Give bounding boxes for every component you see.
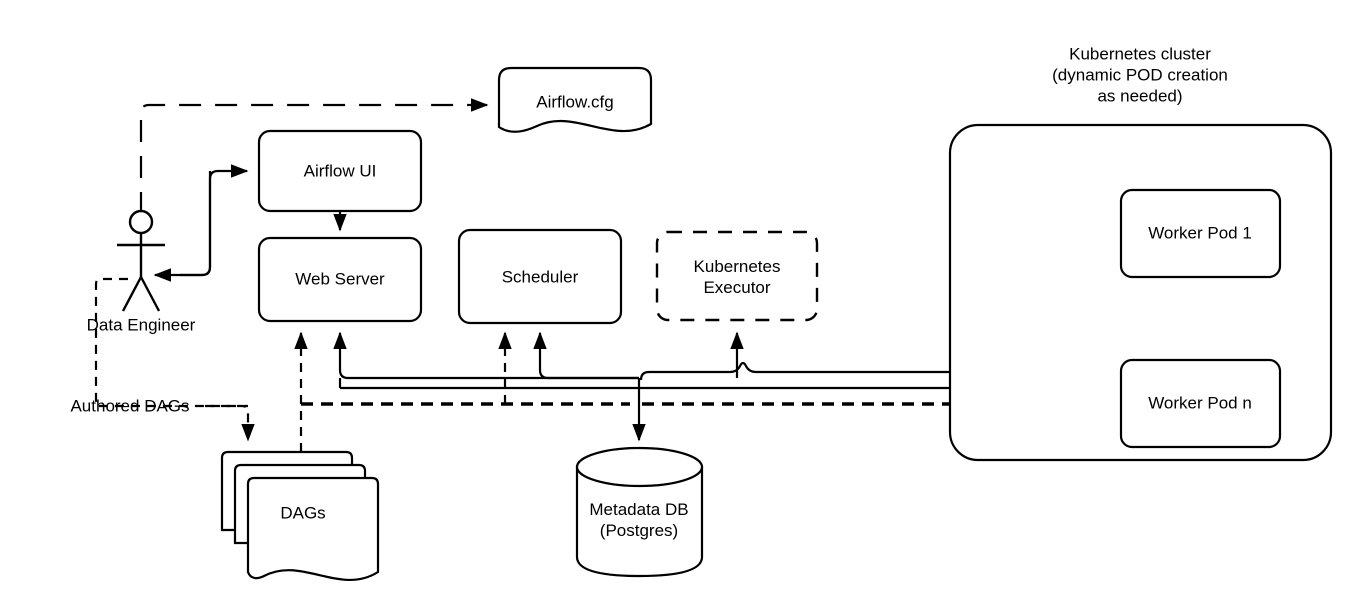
edge-engineer-to-airflow-ui: [180, 164, 249, 277]
edge-authored-dags-elbow: [205, 404, 255, 442]
scheduler-box[interactable]: [457, 228, 623, 325]
metadata-db-cylinder-body[interactable]: [575, 465, 704, 578]
metadata-db-cylinder-top: [575, 446, 704, 488]
edge-airflow-ui-to-engineer: [153, 171, 212, 282]
edge-web-server-bus-right: [340, 374, 964, 390]
web-server-box[interactable]: [257, 236, 423, 323]
scheduler-label: Scheduler: [501, 267, 579, 287]
dags-label: DAGs: [280, 503, 326, 523]
data-engineer-head: [128, 209, 154, 235]
data-engineer-legs: [121, 276, 161, 312]
edge-kubernetes-executor-bus-right: [639, 370, 650, 381]
metadata-db-label: Metadata DB (Postgres): [589, 500, 689, 540]
airflow-ui-box[interactable]: [257, 129, 423, 213]
k8s-cluster-caption: Kubernetes cluster (dynamic POD creation…: [1052, 44, 1228, 106]
worker-pod-n-box[interactable]: [1119, 358, 1282, 449]
edge-metadata-db-to-scheduler: [533, 331, 639, 380]
airflow-ui-label: Airflow UI: [303, 161, 377, 181]
worker-pod-1-label: Worker Pod 1: [1148, 223, 1252, 243]
dags-document-front[interactable]: [246, 476, 380, 582]
edge-executor-hop-bus: [649, 361, 962, 374]
worker-pod-n-label: Worker Pod n: [1148, 393, 1252, 413]
data-engineer-label: Data Engineer: [86, 315, 196, 335]
authored-dags-edge-label: Authored DAGs: [70, 396, 190, 416]
edge-metadata-db-to-web-server: [333, 331, 639, 380]
kubernetes-executor-box[interactable]: [655, 230, 819, 322]
edge-authored-dags-to-dags: [94, 277, 248, 408]
airflow-cfg-document[interactable]: [497, 66, 653, 133]
airflow-cfg-label: Airflow.cfg: [536, 92, 614, 112]
edge-engineer-to-airflowcfg: [139, 98, 489, 214]
kubernetes-executor-label: Kubernetes Executor: [693, 257, 781, 297]
worker-pod-1-box[interactable]: [1119, 188, 1282, 279]
web-server-label: Web Server: [295, 269, 385, 289]
